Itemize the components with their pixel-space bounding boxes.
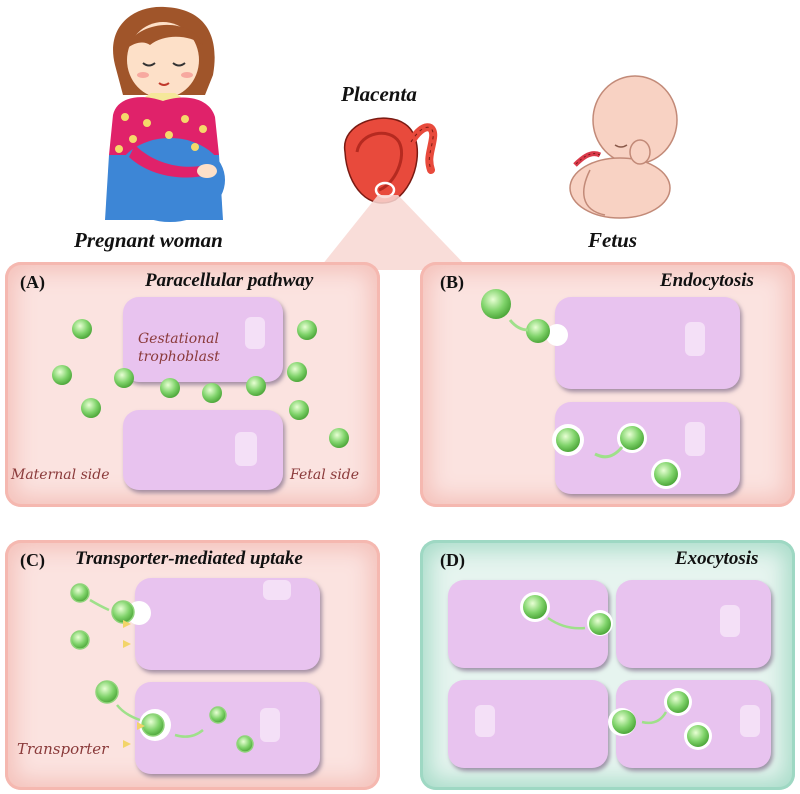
- cell-label-line2: trophoblast: [138, 349, 220, 365]
- panel-b-endocytosis: (B) Endocytosis: [420, 262, 795, 507]
- cell-upper-left: [448, 580, 608, 668]
- panel-d-letter: (D): [440, 550, 465, 570]
- nanoparticles: [52, 319, 349, 448]
- cell-lower: [555, 402, 740, 494]
- panel-d-diagram: [448, 580, 771, 768]
- cell-upper: [135, 578, 320, 670]
- panel-d-title: Exocytosis: [675, 548, 759, 569]
- panel-c-diagram: [70, 578, 320, 774]
- cell-lower: [123, 410, 283, 490]
- cell-upper: [123, 297, 283, 382]
- placenta-label: Placenta: [341, 82, 417, 106]
- panel-c-transporter: (C) Transporter-mediated uptake: [5, 540, 380, 790]
- panel-d-exocytosis: (D) Exocytosis: [420, 540, 795, 790]
- panel-a-paracellular: (A) Paracellular pathway: [5, 262, 380, 507]
- fetus-illustration: [569, 75, 678, 219]
- pregnant-woman-illustration: [105, 6, 225, 222]
- panel-a-diagram: [52, 297, 349, 490]
- cell-upper: [555, 297, 740, 389]
- panel-b-diagram: [481, 289, 740, 494]
- transporter-label: Transporter: [17, 740, 109, 758]
- cell-upper-right: [616, 580, 771, 668]
- cell-label-line1: Gestational: [138, 331, 219, 347]
- fetal-side-label: Fetal side: [290, 467, 360, 483]
- cell-lower-left: [448, 680, 608, 768]
- panel-a-letter: (A): [20, 272, 45, 292]
- fetus-label: Fetus: [588, 228, 638, 252]
- cell-lower: [135, 682, 320, 774]
- panel-a-title: Paracellular pathway: [145, 270, 314, 291]
- panel-c-letter: (C): [20, 550, 45, 570]
- pregnant-woman-label: Pregnant woman: [74, 228, 223, 252]
- gestational-trophoblast-label: Gestational trophoblast: [138, 330, 220, 366]
- maternal-side-label: Maternal side: [11, 467, 110, 483]
- panel-b-letter: (B): [440, 272, 464, 292]
- panel-c-title: Transporter-mediated uptake: [75, 548, 303, 569]
- panel-b-title: Endocytosis: [660, 270, 754, 291]
